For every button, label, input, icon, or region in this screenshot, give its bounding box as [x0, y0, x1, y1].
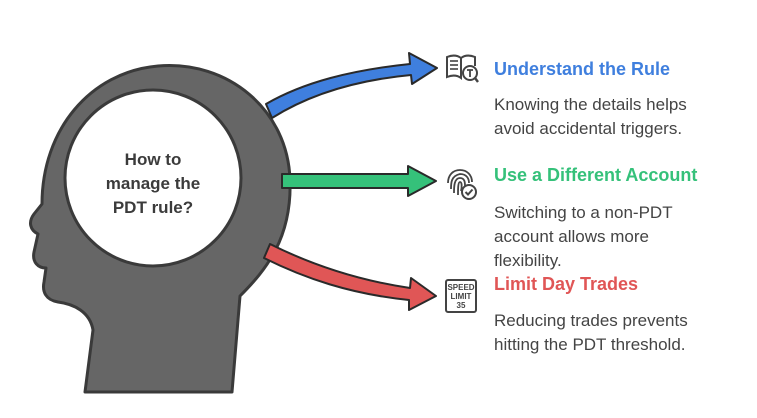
- item-description: Reducing trades prevents hitting the PDT…: [494, 309, 749, 357]
- item-description: Knowing the details helps avoid accident…: [494, 93, 749, 141]
- speed-sign-text: 35: [457, 301, 466, 310]
- arrow-understand-rule: [265, 52, 438, 119]
- item-title-limit-trades: Limit Day Trades: [494, 274, 639, 294]
- item-title-different-account: Use a Different Account: [494, 165, 698, 185]
- arrow-different-account: [281, 165, 437, 197]
- center-question: How to manage the PDT rule?: [78, 148, 228, 220]
- item-description: Switching to a non-PDT account allows mo…: [494, 201, 749, 273]
- description-line: account allows more: [494, 227, 649, 246]
- description-line: avoid accidental triggers.: [494, 119, 683, 138]
- description-line: Knowing the details helps: [494, 95, 687, 114]
- speed-limit-sign-icon: SPEED LIMIT 35: [443, 278, 479, 314]
- item-title-understand-rule: Understand the Rule: [494, 59, 671, 79]
- arrow-limit-trades: [263, 243, 437, 311]
- speed-sign-text: SPEED: [447, 283, 474, 292]
- center-line: How to: [124, 150, 182, 169]
- center-line: PDT rule?: [112, 198, 194, 217]
- center-line: manage the: [105, 174, 201, 193]
- description-line: flexibility.: [494, 251, 562, 270]
- book-magnifier-icon: [444, 50, 480, 86]
- description-line: Switching to a non-PDT: [494, 203, 673, 222]
- fingerprint-check-icon: [442, 165, 478, 201]
- description-line: Reducing trades prevents: [494, 311, 688, 330]
- speed-sign-text: LIMIT: [451, 292, 472, 301]
- thought-circle: [63, 88, 243, 268]
- description-line: hitting the PDT threshold.: [494, 335, 686, 354]
